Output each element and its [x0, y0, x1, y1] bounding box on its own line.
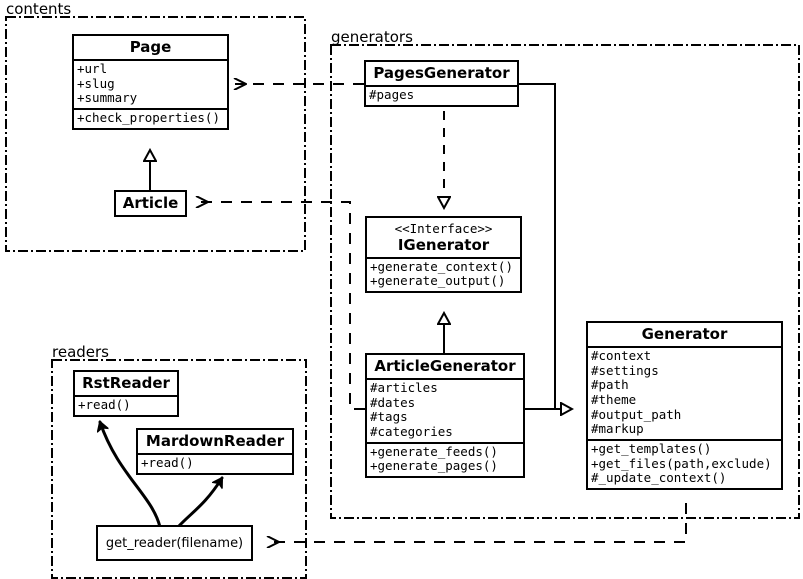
class-article-generator-title: ArticleGenerator — [374, 357, 516, 375]
class-igenerator-operations: +generate_context() +generate_output() — [367, 256, 520, 291]
class-rst-reader-title: RstReader — [82, 374, 170, 392]
package-label-generators: generators — [331, 28, 413, 46]
attribute: #path — [591, 377, 629, 393]
class-article-title: Article — [122, 194, 179, 212]
class-page-attributes: +url +slug +summary — [74, 59, 227, 108]
operation: +read() — [78, 397, 131, 413]
operation: +generate_output() — [370, 273, 506, 289]
class-pages-generator-title: PagesGenerator — [373, 64, 510, 82]
node-get-reader-label: get_reader(filename) — [105, 535, 244, 551]
attribute: #pages — [369, 87, 415, 103]
operation: +generate_pages() — [370, 458, 498, 474]
operation: +generate_feeds() — [370, 443, 498, 459]
class-rst-reader-operations: +read() — [75, 395, 177, 415]
class-page[interactable]: Page +url +slug +summary +check_properti… — [72, 34, 229, 130]
attribute: #tags — [370, 409, 408, 425]
class-article-generator[interactable]: ArticleGenerator #articles #dates #tags … — [365, 353, 525, 478]
package-label-readers: readers — [52, 343, 109, 361]
operation: +read() — [141, 455, 194, 471]
class-article-generator-attributes: #articles #dates #tags #categories — [367, 378, 523, 442]
class-article-generator-operations: +generate_feeds() +generate_pages() — [367, 441, 523, 476]
operation: +check_properties() — [77, 110, 220, 126]
node-get-reader[interactable]: get_reader(filename) — [96, 525, 253, 561]
operation: +get_files(path,exclude) — [591, 455, 772, 471]
attribute: #articles — [370, 380, 438, 396]
attribute: #context — [591, 348, 652, 364]
class-article[interactable]: Article — [114, 190, 187, 218]
class-generator[interactable]: Generator #context #settings #path #them… — [586, 321, 783, 490]
class-igenerator-stereotype: <<Interface>> — [394, 221, 493, 236]
attribute: +summary — [77, 90, 138, 106]
package-label-contents: contents — [6, 0, 72, 18]
class-page-title: Page — [129, 38, 172, 56]
class-igenerator[interactable]: <<Interface>> IGenerator +generate_conte… — [365, 216, 522, 294]
edge-generator-uses-get_reader — [268, 503, 687, 542]
attribute: +url — [77, 61, 108, 77]
class-generator-attributes: #context #settings #path #theme #output_… — [588, 346, 781, 439]
attribute: #theme — [591, 392, 637, 408]
operation: #_update_context() — [591, 470, 727, 486]
class-generator-title: Generator — [641, 325, 728, 343]
class-pages-generator[interactable]: PagesGenerator #pages — [364, 60, 519, 107]
operation: +get_templates() — [591, 440, 712, 456]
attribute: #markup — [591, 421, 644, 437]
attribute: #output_path — [591, 406, 682, 422]
class-igenerator-title: <<Interface>> IGenerator — [367, 218, 520, 257]
class-igenerator-name: IGenerator — [397, 235, 490, 254]
class-pages-generator-attributes: #pages — [366, 85, 517, 105]
attribute: #settings — [591, 362, 659, 378]
edge-articlegenerator-uses-article — [197, 202, 365, 410]
attribute: #dates — [370, 394, 416, 410]
operation: +generate_context() — [370, 258, 513, 274]
class-mardown-reader[interactable]: MardownReader +read() — [136, 428, 294, 475]
attribute: +slug — [77, 75, 115, 91]
class-rst-reader[interactable]: RstReader +read() — [73, 370, 179, 417]
attribute: #categories — [370, 424, 453, 440]
edge-get_reader-returns-mardownreader — [176, 478, 224, 529]
class-mardown-reader-operations: +read() — [138, 453, 292, 473]
class-mardown-reader-title: MardownReader — [145, 432, 285, 450]
class-page-operations: +check_properties() — [74, 108, 227, 128]
class-generator-operations: +get_templates() +get_files(path,exclude… — [588, 438, 781, 488]
